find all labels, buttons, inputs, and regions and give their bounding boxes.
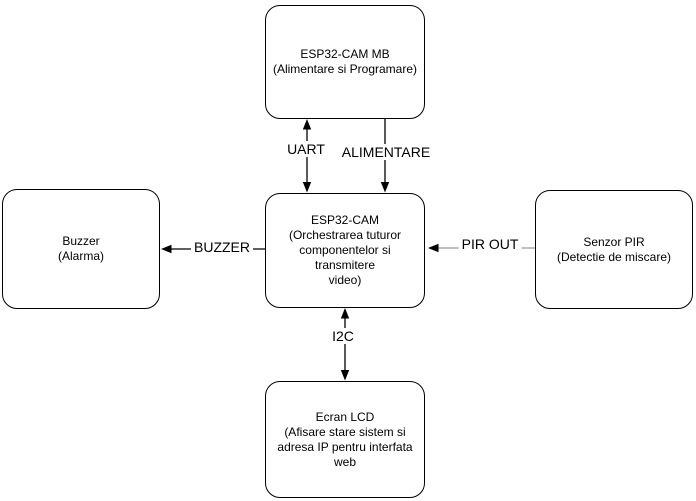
i2c-connector bbox=[340, 308, 350, 381]
i2c-arrowhead-up bbox=[340, 308, 350, 319]
i2c-arrowhead-down bbox=[340, 370, 350, 381]
node-esp32-cam-mb-text: ESP32-CAM MB(Alimentare si Programare) bbox=[272, 47, 418, 76]
uart-arrowhead-down bbox=[302, 182, 312, 193]
uart-arrowhead-up bbox=[302, 119, 312, 130]
pir-out-connector-label: PIR OUT bbox=[458, 236, 522, 252]
node-esp32-cam-mb: ESP32-CAM MB(Alimentare si Programare) bbox=[265, 5, 425, 119]
buzzer-arrowhead-left bbox=[161, 244, 172, 254]
alimentare-arrowhead-down bbox=[380, 182, 390, 193]
node-senzor-pir: Senzor PIR(Detectie de miscare) bbox=[535, 190, 693, 309]
buzzer-connector-label: BUZZER bbox=[191, 239, 253, 255]
pir-out-arrowhead-left bbox=[428, 243, 439, 253]
i2c-connector-label: I2C bbox=[329, 328, 357, 344]
uart-connector-label: UART bbox=[284, 141, 328, 157]
node-buzzer: Buzzer(Alarma) bbox=[2, 189, 160, 309]
alimentare-connector-label: ALIMENTARE bbox=[338, 144, 434, 160]
node-senzor-pir-text: Senzor PIR(Detectie de miscare) bbox=[556, 234, 672, 264]
node-buzzer-text: Buzzer(Alarma) bbox=[57, 234, 104, 263]
